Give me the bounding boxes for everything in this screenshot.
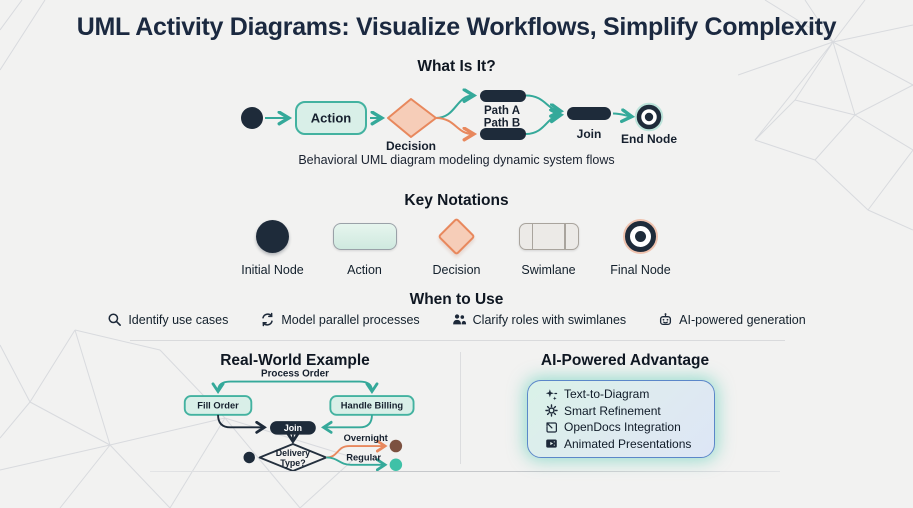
notation-label: Initial Node	[241, 263, 304, 277]
export-icon	[546, 422, 557, 433]
notation-decision: Decision	[416, 213, 498, 277]
ai-feature-label: Text-to-Diagram	[564, 387, 650, 402]
robot-icon	[660, 313, 672, 326]
ai-feature-label: Smart Refinement	[564, 403, 661, 418]
section-divider-top	[130, 340, 785, 341]
delivery-type-line2: Type?	[280, 458, 305, 468]
when-to-use-heading: When to Use	[409, 291, 504, 308]
when-to-use-row: Identify use cases Model parallel proces…	[0, 312, 913, 327]
what-is-it-heading: What Is It?	[417, 58, 496, 75]
fork-edge-right	[295, 380, 379, 395]
use-case-label: Identify use cases	[128, 312, 229, 327]
swimlane-shape	[518, 222, 579, 250]
example-initial-dot	[243, 451, 255, 464]
join-node: Join	[270, 421, 316, 435]
handle-billing-label: Handle Billing	[341, 401, 404, 411]
column-divider	[460, 352, 461, 464]
ai-feature-text-to-diagram: Text-to-Diagram	[545, 387, 714, 401]
use-case-parallel: Model parallel processes	[260, 312, 420, 327]
presentation-icon	[546, 439, 557, 448]
end-node	[634, 102, 664, 132]
edge-decision-to-path-b	[435, 117, 473, 134]
ai-advantage-heading: AI-Powered Advantage	[540, 352, 710, 369]
join-node-label: Join	[284, 423, 302, 433]
ai-advantage-card: Text-to-Diagram Smart Refinement OpenDoc…	[527, 380, 715, 458]
delivery-type-decision: Delivery Type?	[258, 443, 328, 471]
notation-swimlane: Swimlane	[508, 213, 590, 277]
sync-icon	[262, 312, 274, 327]
ai-feature-label: OpenDocs Integration	[564, 420, 681, 435]
key-notations-heading: Key Notations	[404, 192, 509, 209]
fork-edge-left	[211, 380, 295, 395]
notation-label: Decision	[432, 263, 481, 277]
join-bar	[567, 107, 611, 120]
search-icon	[108, 313, 122, 326]
decision-shape	[437, 216, 476, 256]
gear-icon	[545, 404, 558, 417]
action-node: Action	[295, 101, 367, 135]
activity-flow-diagram: Action Decision Path A Path B Join End N…	[241, 82, 677, 153]
fork-bar-path-b	[480, 128, 526, 140]
edge-decision-to-path-a	[435, 96, 473, 119]
edge-join-to-end	[612, 114, 631, 117]
handle-billing-node: Handle Billing	[329, 395, 415, 416]
regular-label: Regular	[346, 453, 381, 463]
overnight-end-dot	[389, 439, 403, 453]
overnight-label: Overnight	[344, 433, 388, 443]
action-shape	[332, 222, 397, 250]
initial-node	[241, 107, 263, 129]
notation-initial-node: Initial Node	[232, 213, 314, 277]
fork-bar-path-a	[480, 90, 526, 102]
key-notations-row: Initial Node Action Decision Swimlane Fi…	[0, 213, 913, 277]
path-a-label: Path A	[484, 105, 520, 117]
edge-path-a-to-join	[525, 94, 560, 112]
use-case-roles: Clarify roles with swimlanes	[452, 312, 627, 327]
edge-regular	[326, 456, 388, 471]
use-case-identify: Identify use cases	[107, 312, 228, 327]
edge-fill-order-to-join	[217, 414, 267, 434]
real-world-example-diagram: Process Order Fill Order Handle Billing …	[183, 368, 415, 471]
final-node-shape	[625, 220, 656, 252]
use-case-label: AI-powered generation	[679, 312, 806, 327]
ai-feature-label: Animated Presentations	[564, 436, 692, 451]
edge-path-b-to-join	[525, 115, 560, 135]
end-node-label: End Node	[621, 132, 677, 146]
delivery-type-line1: Delivery	[276, 448, 310, 458]
fill-order-label: Fill Order	[197, 401, 239, 411]
regular-end-dot	[389, 458, 403, 471]
use-case-label: Clarify roles with swimlanes	[472, 312, 627, 327]
path-b-label: Path B	[484, 118, 520, 130]
fill-order-node: Fill Order	[183, 395, 253, 416]
ai-feature-opendocs: OpenDocs Integration	[545, 420, 714, 434]
what-is-it-caption: Behavioral UML diagram modeling dynamic …	[298, 153, 615, 167]
ai-feature-animated-presentations: Animated Presentations	[545, 437, 714, 451]
process-order-label: Process Order	[261, 368, 329, 379]
decision-node-label: Decision	[386, 139, 436, 153]
action-node-label: Action	[311, 111, 352, 126]
initial-node-shape	[256, 219, 289, 253]
use-case-label: Model parallel processes	[281, 312, 420, 327]
notation-label: Final Node	[610, 263, 671, 277]
real-world-example-heading: Real-World Example	[220, 352, 370, 369]
notation-label: Action	[347, 263, 382, 277]
edge-handle-billing-to-join	[321, 414, 373, 434]
ai-feature-smart-refinement: Smart Refinement	[545, 404, 714, 418]
page-title: UML Activity Diagrams: Visualize Workflo…	[76, 13, 837, 41]
people-icon	[452, 314, 466, 325]
join-label: Join	[577, 127, 602, 141]
use-case-ai: AI-powered generation	[658, 312, 806, 327]
section-divider-bottom	[150, 471, 780, 472]
notation-action: Action	[324, 213, 406, 277]
notation-label: Swimlane	[521, 263, 576, 277]
notation-final-node: Final Node	[600, 213, 682, 277]
sparkles-icon	[545, 388, 558, 400]
decision-node: Decision	[386, 98, 437, 153]
